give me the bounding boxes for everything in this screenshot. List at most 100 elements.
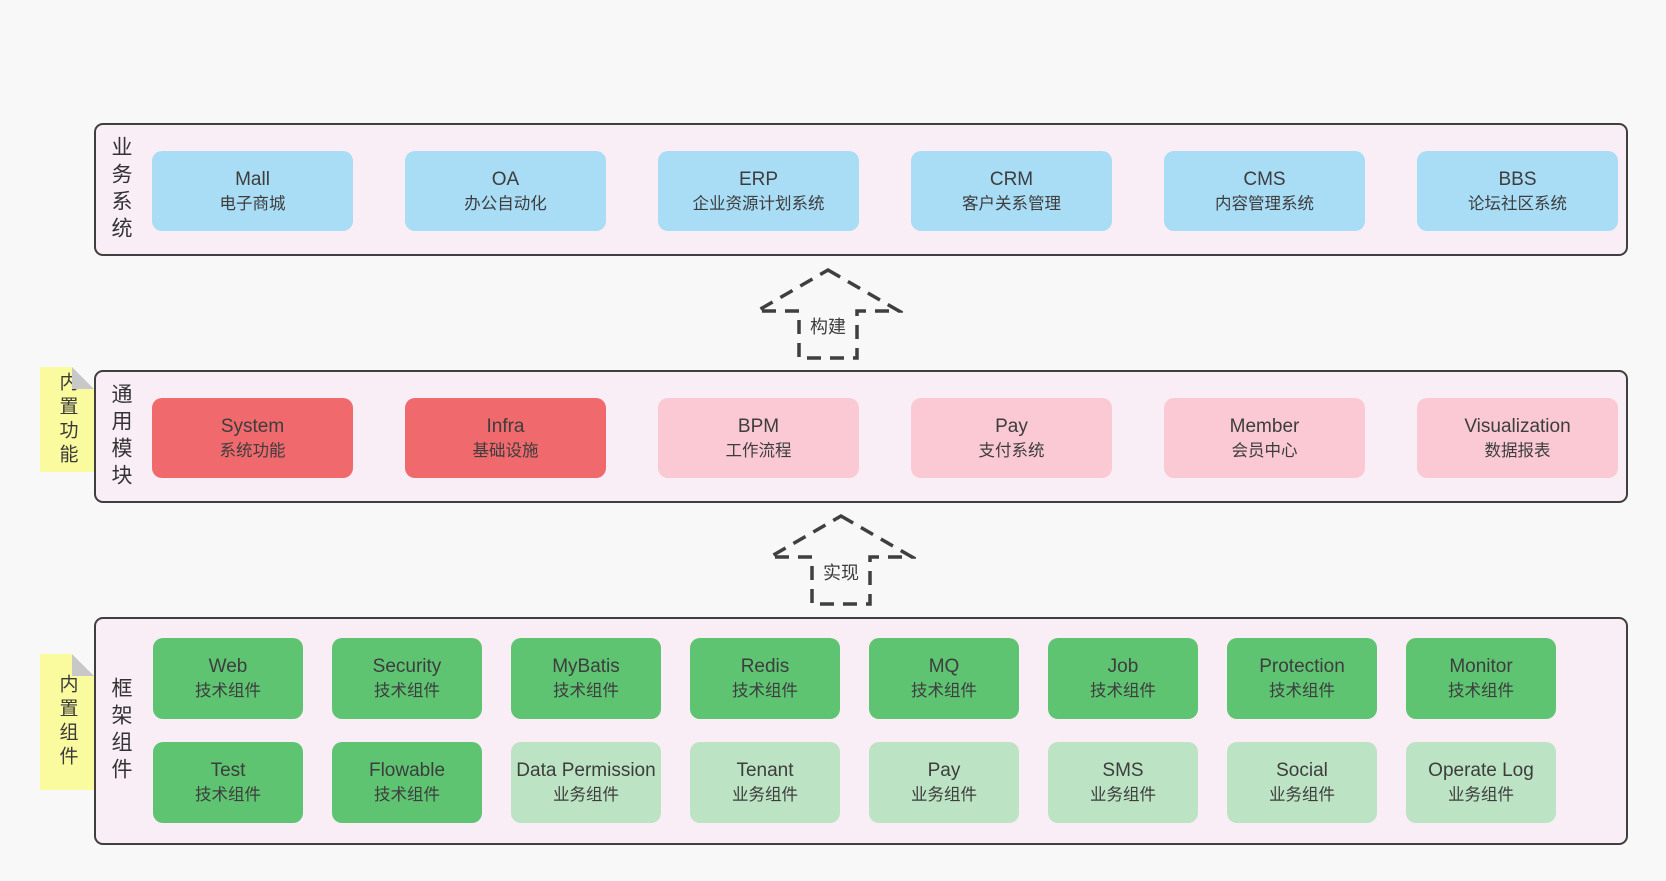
business-systems-label: 业务系统: [109, 135, 132, 244]
box-subtitle: 业务组件: [553, 786, 619, 804]
box-title: Protection: [1259, 656, 1345, 677]
box-title: Redis: [740, 656, 790, 677]
box-title: CMS: [1243, 168, 1286, 190]
box-bpm: BPM 工作流程: [658, 398, 859, 478]
framework-components-row-2: Test 技术组件 Flowable 技术组件 Data Permission …: [153, 742, 1556, 823]
box-protection: Protection 技术组件: [1227, 638, 1377, 719]
box-subtitle: 技术组件: [553, 682, 619, 700]
box-mybatis: MyBatis 技术组件: [511, 638, 661, 719]
builtin-functions-sticky: 内置功能: [40, 367, 94, 472]
common-modules-panel: 通用模块 System 系统功能 Infra 基础设施 BPM 工作流程 Pay…: [94, 370, 1628, 503]
box-title: Pay: [927, 760, 961, 781]
box-title: SMS: [1102, 760, 1144, 781]
box-redis: Redis 技术组件: [690, 638, 840, 719]
box-title: Pay: [995, 415, 1028, 437]
box-data-permission: Data Permission 业务组件: [511, 742, 661, 823]
box-title: CRM: [989, 168, 1034, 190]
box-infra: Infra 基础设施: [405, 398, 606, 478]
builtin-components-label: 内置组件: [56, 674, 78, 770]
box-title: Member: [1229, 415, 1300, 437]
box-cms: CMS 内容管理系统: [1164, 151, 1365, 231]
box-title: ERP: [738, 168, 779, 190]
box-subtitle: 数据报表: [1484, 441, 1551, 460]
box-subtitle: 技术组件: [195, 682, 261, 700]
framework-components-label: 框架组件: [109, 677, 132, 785]
box-bbs: BBS 论坛社区系统: [1417, 151, 1618, 231]
box-subtitle: 工作流程: [725, 441, 792, 460]
up-arrow-icon: [753, 267, 903, 360]
box-title: Mall: [235, 168, 270, 190]
implement-arrow-label: 实现: [823, 563, 859, 583]
box-subtitle: 业务组件: [1090, 786, 1156, 804]
box-subtitle: 技术组件: [732, 682, 798, 700]
box-pay-business: Pay 业务组件: [869, 742, 1019, 823]
box-title: Infra: [486, 415, 525, 437]
box-crm: CRM 客户关系管理: [911, 151, 1112, 231]
box-subtitle: 技术组件: [1448, 682, 1514, 700]
box-title: Test: [210, 760, 246, 781]
box-title: BPM: [737, 415, 780, 437]
business-systems-panel: 业务系统 Mall 电子商城 OA 办公自动化 ERP 企业资源计划系统 CRM…: [94, 123, 1628, 256]
box-title: Tenant: [736, 760, 794, 781]
box-subtitle: 会员中心: [1231, 441, 1298, 460]
box-subtitle: 技术组件: [374, 786, 440, 804]
box-title: Security: [372, 656, 442, 677]
box-title: System: [220, 415, 285, 437]
box-title: Web: [208, 656, 248, 677]
box-subtitle: 支付系统: [978, 441, 1045, 460]
box-test: Test 技术组件: [153, 742, 303, 823]
box-mq: MQ 技术组件: [869, 638, 1019, 719]
box-subtitle: 基础设施: [472, 441, 539, 460]
box-mall: Mall 电子商城: [152, 151, 353, 231]
box-title: Operate Log: [1428, 760, 1534, 781]
box-visualization: Visualization 数据报表: [1417, 398, 1618, 478]
box-subtitle: 电子商城: [219, 194, 286, 213]
box-tenant: Tenant 业务组件: [690, 742, 840, 823]
box-erp: ERP 企业资源计划系统: [658, 151, 859, 231]
box-web: Web 技术组件: [153, 638, 303, 719]
box-subtitle: 业务组件: [911, 786, 977, 804]
box-oa: OA 办公自动化: [405, 151, 606, 231]
box-subtitle: 技术组件: [1090, 682, 1156, 700]
framework-components-panel: 框架组件 Web 技术组件 Security 技术组件 MyBatis 技术组件…: [94, 617, 1628, 845]
builtin-functions-label: 内置功能: [56, 371, 78, 468]
box-subtitle: 技术组件: [195, 786, 261, 804]
up-arrow-icon: [766, 513, 916, 606]
box-title: Job: [1107, 656, 1139, 677]
box-social: Social 业务组件: [1227, 742, 1377, 823]
box-subtitle: 论坛社区系统: [1468, 194, 1567, 213]
box-subtitle: 技术组件: [911, 682, 977, 700]
box-security: Security 技术组件: [332, 638, 482, 719]
box-subtitle: 办公自动化: [464, 194, 547, 213]
common-modules-row: System 系统功能 Infra 基础设施 BPM 工作流程 Pay 支付系统…: [152, 398, 1618, 478]
box-job: Job 技术组件: [1048, 638, 1198, 719]
build-arrow-label: 构建: [810, 317, 846, 337]
box-title: MyBatis: [552, 656, 620, 677]
box-member: Member 会员中心: [1164, 398, 1365, 478]
box-subtitle: 业务组件: [1448, 786, 1514, 804]
framework-components-row-1: Web 技术组件 Security 技术组件 MyBatis 技术组件 Redi…: [153, 638, 1556, 719]
builtin-components-sticky: 内置组件: [40, 654, 94, 790]
box-subtitle: 系统功能: [219, 441, 286, 460]
box-operate-log: Operate Log 业务组件: [1406, 742, 1556, 823]
box-title: Monitor: [1449, 656, 1513, 677]
box-subtitle: 企业资源计划系统: [692, 194, 825, 213]
box-flowable: Flowable 技术组件: [332, 742, 482, 823]
box-title: Data Permission: [516, 760, 656, 781]
box-pay: Pay 支付系统: [911, 398, 1112, 478]
box-title: Flowable: [368, 760, 446, 781]
box-sms: SMS 业务组件: [1048, 742, 1198, 823]
box-title: Visualization: [1464, 415, 1571, 437]
build-arrow: 构建: [753, 266, 903, 362]
box-subtitle: 技术组件: [1269, 682, 1335, 700]
business-systems-row: Mall 电子商城 OA 办公自动化 ERP 企业资源计划系统 CRM 客户关系…: [152, 151, 1618, 231]
box-title: MQ: [928, 656, 960, 677]
common-modules-label: 通用模块: [109, 382, 132, 491]
box-title: Social: [1276, 760, 1328, 781]
box-title: BBS: [1498, 168, 1537, 190]
box-subtitle: 业务组件: [1269, 786, 1335, 804]
box-system: System 系统功能: [152, 398, 353, 478]
box-title: OA: [491, 168, 520, 190]
box-subtitle: 客户关系管理: [962, 194, 1061, 213]
